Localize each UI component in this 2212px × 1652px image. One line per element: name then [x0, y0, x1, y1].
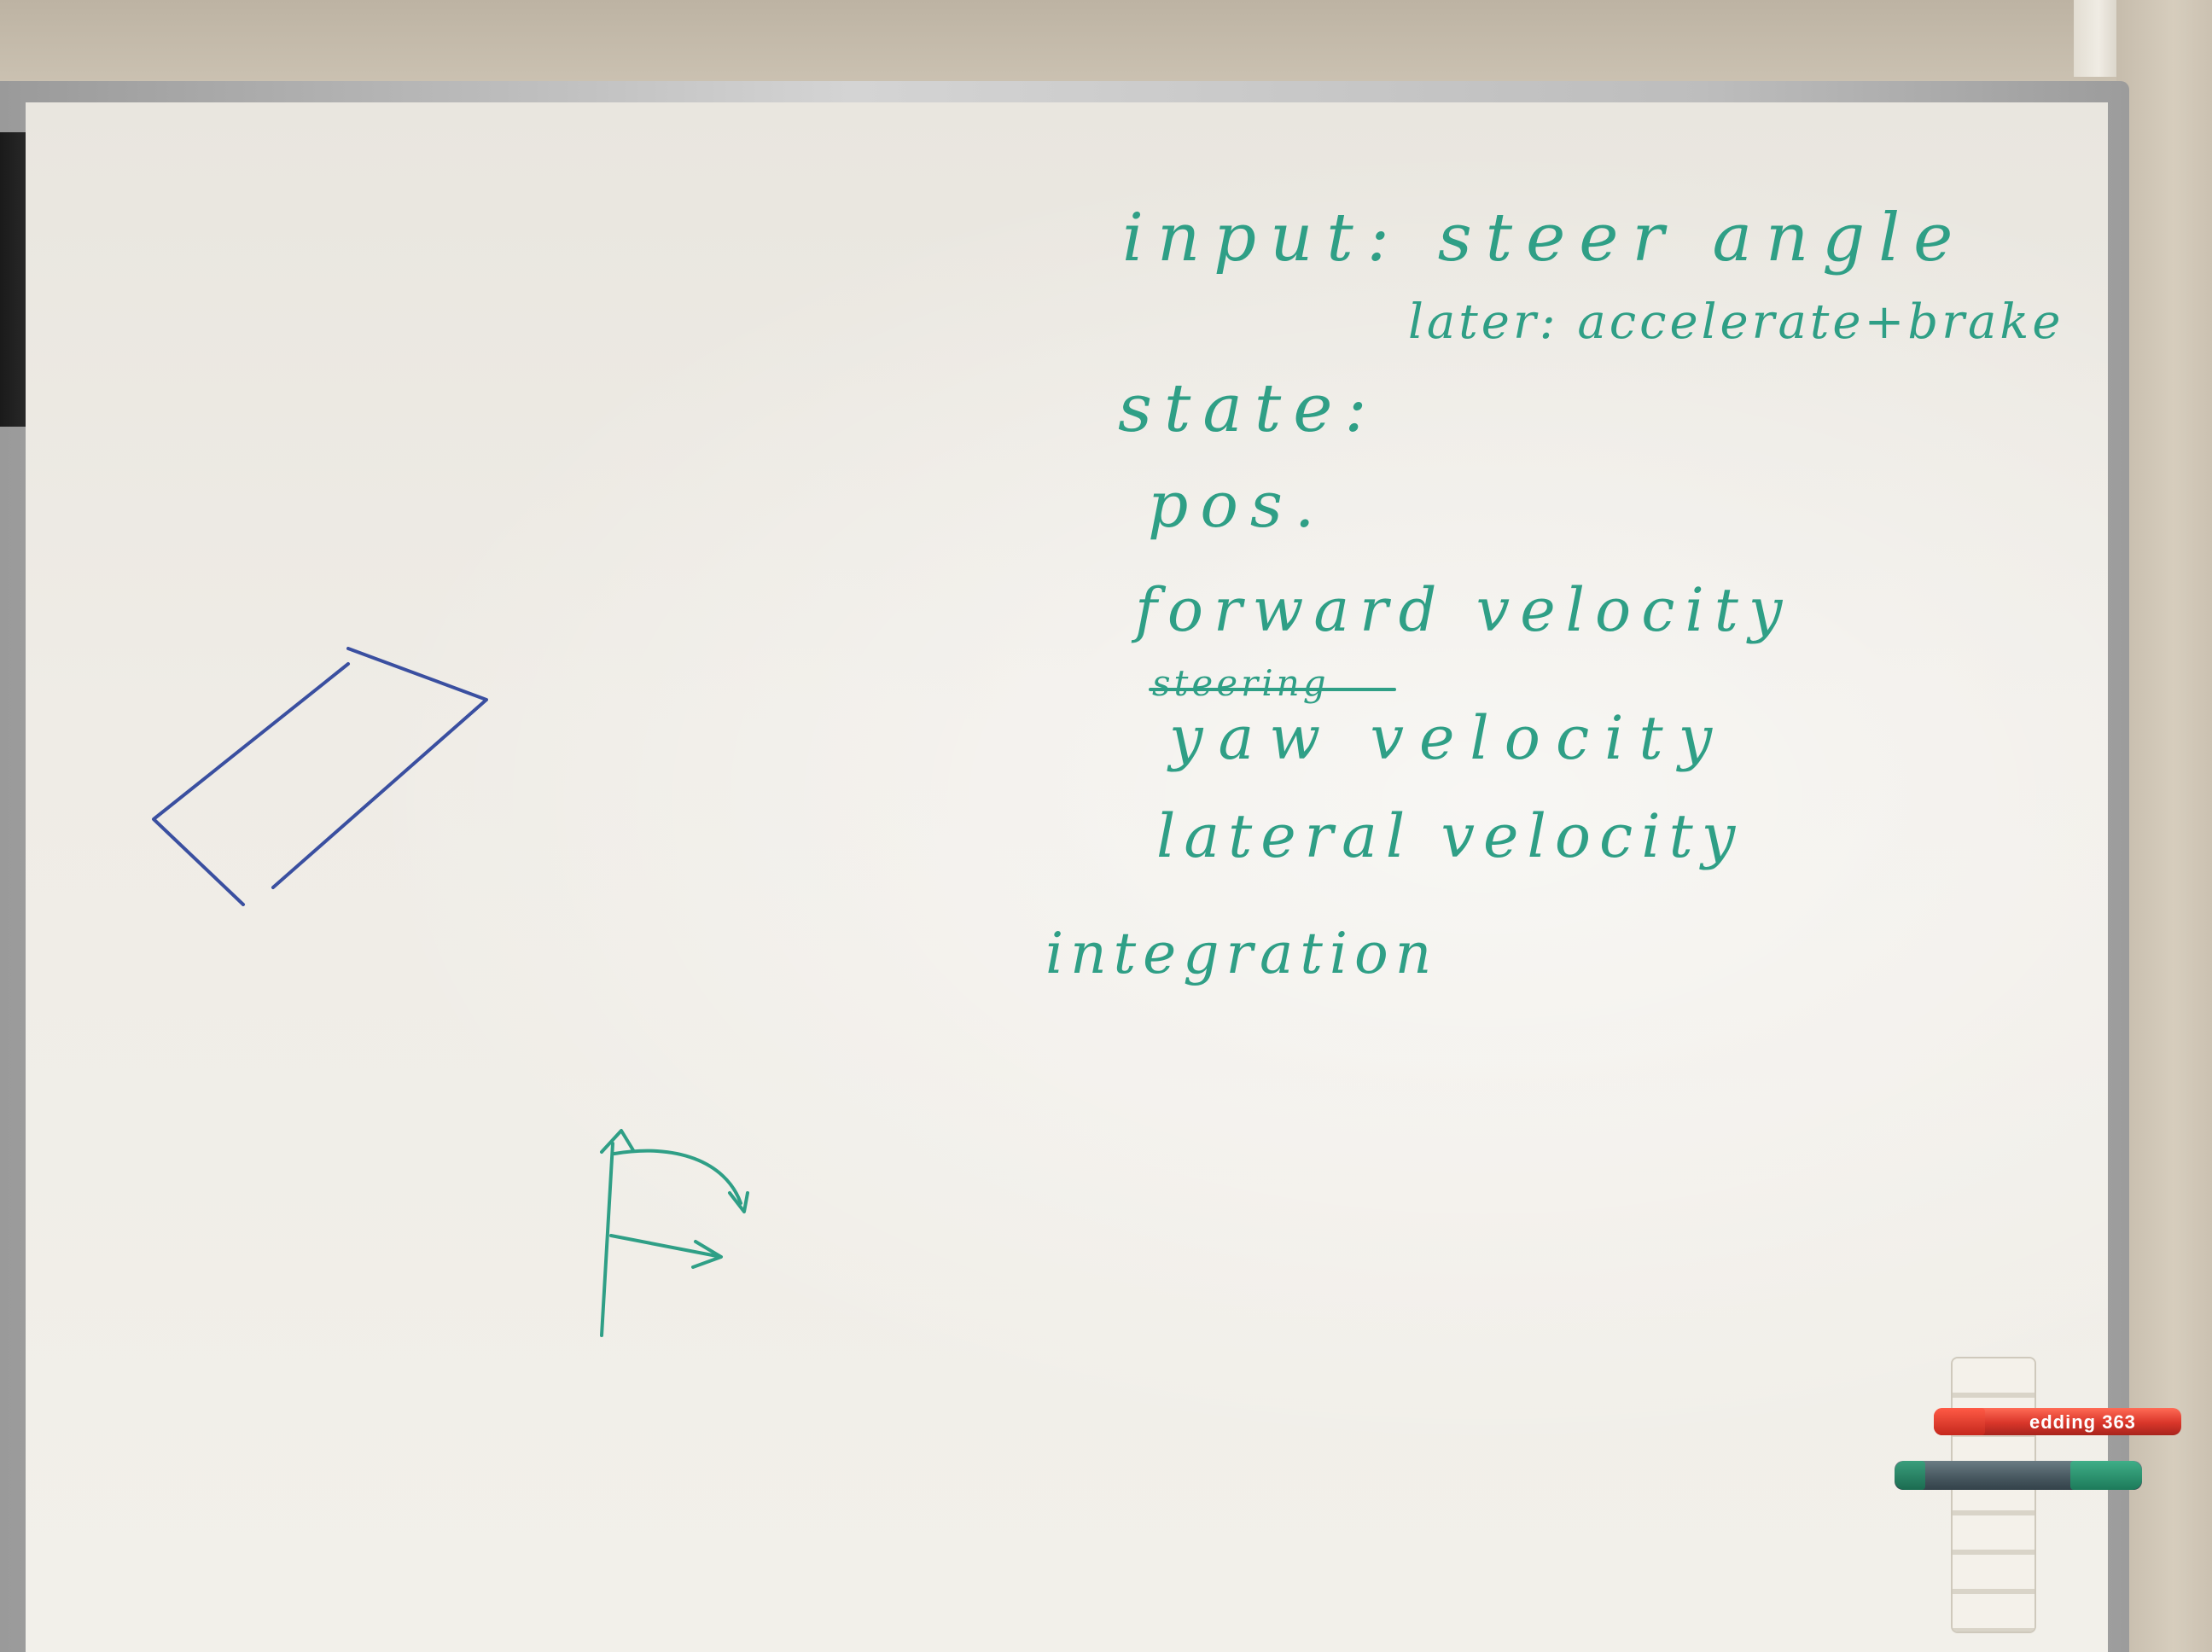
- text-input-steer-angle: input: steer angle: [1122, 200, 1967, 276]
- whiteboard-surface[interactable]: [26, 102, 2108, 1652]
- axis-vertical-stroke: [600, 1142, 614, 1337]
- axis-arrowhead-up: [600, 1129, 635, 1154]
- parallelogram-sketch: [152, 647, 488, 906]
- green-marker-cap: [2070, 1461, 2142, 1490]
- wall-right: [2116, 0, 2212, 1652]
- cubicle-partition: [2074, 0, 2123, 77]
- curved-arrow-stroke: [613, 1149, 742, 1205]
- text-pos: pos.: [1148, 468, 1327, 542]
- text-lateral-velocity: lateral velocity: [1156, 801, 1744, 871]
- text-forward-velocity: forward velocity: [1135, 575, 1793, 645]
- straight-arrow-stroke: [609, 1234, 719, 1258]
- text-steering-struck-out: steering: [1152, 662, 1330, 704]
- red-marker[interactable]: edding 363: [1934, 1408, 2181, 1435]
- red-marker-label: edding 363: [2029, 1411, 2136, 1433]
- curved-arrowhead: [728, 1191, 749, 1213]
- green-marker[interactable]: [1895, 1461, 2142, 1490]
- green-marker-tip: [1895, 1461, 1925, 1490]
- straight-arrowhead: [691, 1240, 723, 1269]
- strikethrough-line: [1149, 688, 1396, 691]
- text-yaw-velocity: yaw velocity: [1169, 703, 1728, 773]
- text-state: state:: [1118, 370, 1379, 447]
- marker-tray: [1953, 1358, 2034, 1632]
- red-marker-cap: [1934, 1408, 1985, 1435]
- text-later-accelerate-brake: later: accelerate+brake: [1408, 294, 2064, 350]
- text-integration: integration: [1045, 921, 1439, 986]
